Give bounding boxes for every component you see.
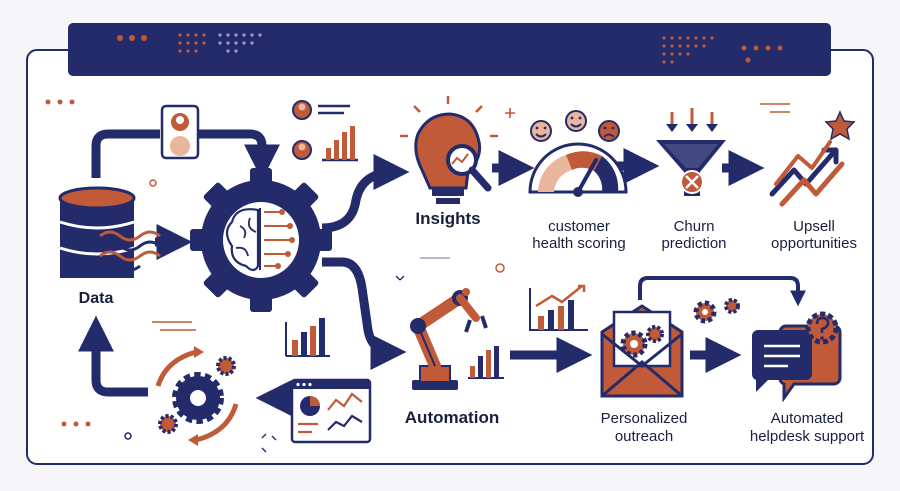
dashboard-window-icon (290, 378, 372, 444)
bar-chart-icon (322, 126, 358, 162)
gear-pair-icon (620, 298, 740, 358)
label-outreach-line2: outreach (614, 428, 674, 445)
star-icon (824, 110, 856, 141)
outreach-loop-connector (638, 276, 806, 307)
label-health-line2: health scoring (532, 235, 626, 252)
flow-connectors (78, 129, 765, 416)
label-upsell-line1: Upsell (793, 218, 835, 235)
robot-arm-icon (410, 288, 488, 390)
header-banner (68, 23, 831, 76)
label-insights: Insights (415, 209, 481, 228)
label-data: Data (78, 290, 114, 307)
user-profile-icon (160, 104, 200, 160)
label-health-line1: customer (548, 218, 610, 235)
refresh-cycle-icon (155, 346, 239, 446)
line-chart-icon (529, 284, 588, 331)
content-frame (26, 49, 874, 465)
label-outreach-line1: Personalized (600, 410, 688, 427)
label-churn-line1: Churn (673, 218, 715, 235)
label-upsell-line2: opportunities (771, 235, 857, 252)
label-churn-line2: prediction (661, 235, 727, 252)
database-icon (58, 186, 161, 278)
funnel-icon (656, 108, 726, 196)
small-bar-chart-icon (285, 318, 330, 357)
magnifier-icon (446, 144, 492, 192)
gauge-icon (528, 142, 628, 197)
trend-up-icon (769, 140, 845, 207)
label-automation: Automation (404, 408, 500, 427)
chat-bubble-icon (751, 324, 842, 403)
label-helpdesk-line2: helpdesk support (749, 428, 865, 445)
question-icon (805, 311, 839, 345)
automation-bar-chart-icon (468, 346, 504, 379)
smiley-faces-icon (530, 110, 620, 142)
user-list-icon (292, 100, 350, 160)
decorative-dots (45, 45, 790, 453)
label-helpdesk-line1: Automated (770, 410, 844, 427)
brain-gear-icon (190, 168, 332, 312)
